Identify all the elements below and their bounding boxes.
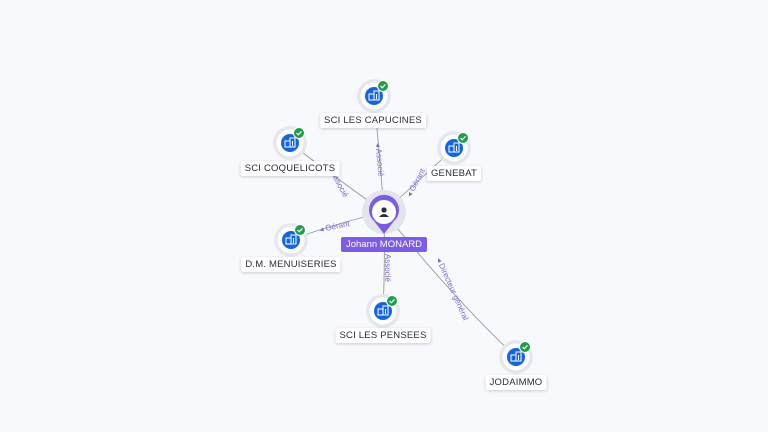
- company-node-jodaimmo[interactable]: [499, 340, 533, 374]
- active-check-icon: [519, 341, 531, 353]
- company-node-coquelicots[interactable]: [273, 126, 307, 160]
- company-label-pensees[interactable]: SCI LES PENSEES: [335, 328, 431, 343]
- company-label-jodaimmo[interactable]: JODAIMMO: [485, 375, 547, 390]
- active-check-icon: [294, 224, 306, 236]
- building-icon: [368, 90, 380, 101]
- edge-label-genebat: ◂ Gérant: [405, 166, 428, 198]
- edge-label-capucines: ◂ Associé: [374, 143, 386, 178]
- active-check-icon: [377, 80, 389, 92]
- edge-jodaimmo: [383, 211, 517, 358]
- building-icon: [448, 142, 460, 153]
- company-node-menuiseries[interactable]: [274, 223, 308, 257]
- company-label-genebat[interactable]: GENEBAT: [426, 166, 482, 181]
- building-icon: [284, 137, 296, 148]
- person-node[interactable]: [362, 190, 406, 234]
- company-label-menuiseries[interactable]: D.M. MENUISERIES: [241, 257, 341, 272]
- active-check-icon: [457, 132, 469, 144]
- company-label-capucines[interactable]: SCI LES CAPUCINES: [320, 113, 426, 128]
- active-check-icon: [293, 127, 305, 139]
- company-label-coquelicots[interactable]: SCI COQUELICOTS: [240, 161, 340, 176]
- building-icon: [510, 351, 522, 362]
- company-node-capucines[interactable]: [357, 79, 391, 113]
- company-node-genebat[interactable]: [437, 131, 471, 165]
- edge-label-pensees: ◂ Associé: [383, 248, 392, 282]
- building-icon: [377, 305, 389, 316]
- edge-label-jodaimmo: ◂ Directeur général: [434, 256, 470, 322]
- person-label[interactable]: Johann MONARD: [340, 237, 428, 252]
- person-icon: [379, 207, 389, 217]
- edge-label-menuiseries: ◂ Gérant: [319, 219, 352, 234]
- active-check-icon: [386, 295, 398, 307]
- building-icon: [285, 234, 297, 245]
- company-node-pensees[interactable]: [366, 294, 400, 328]
